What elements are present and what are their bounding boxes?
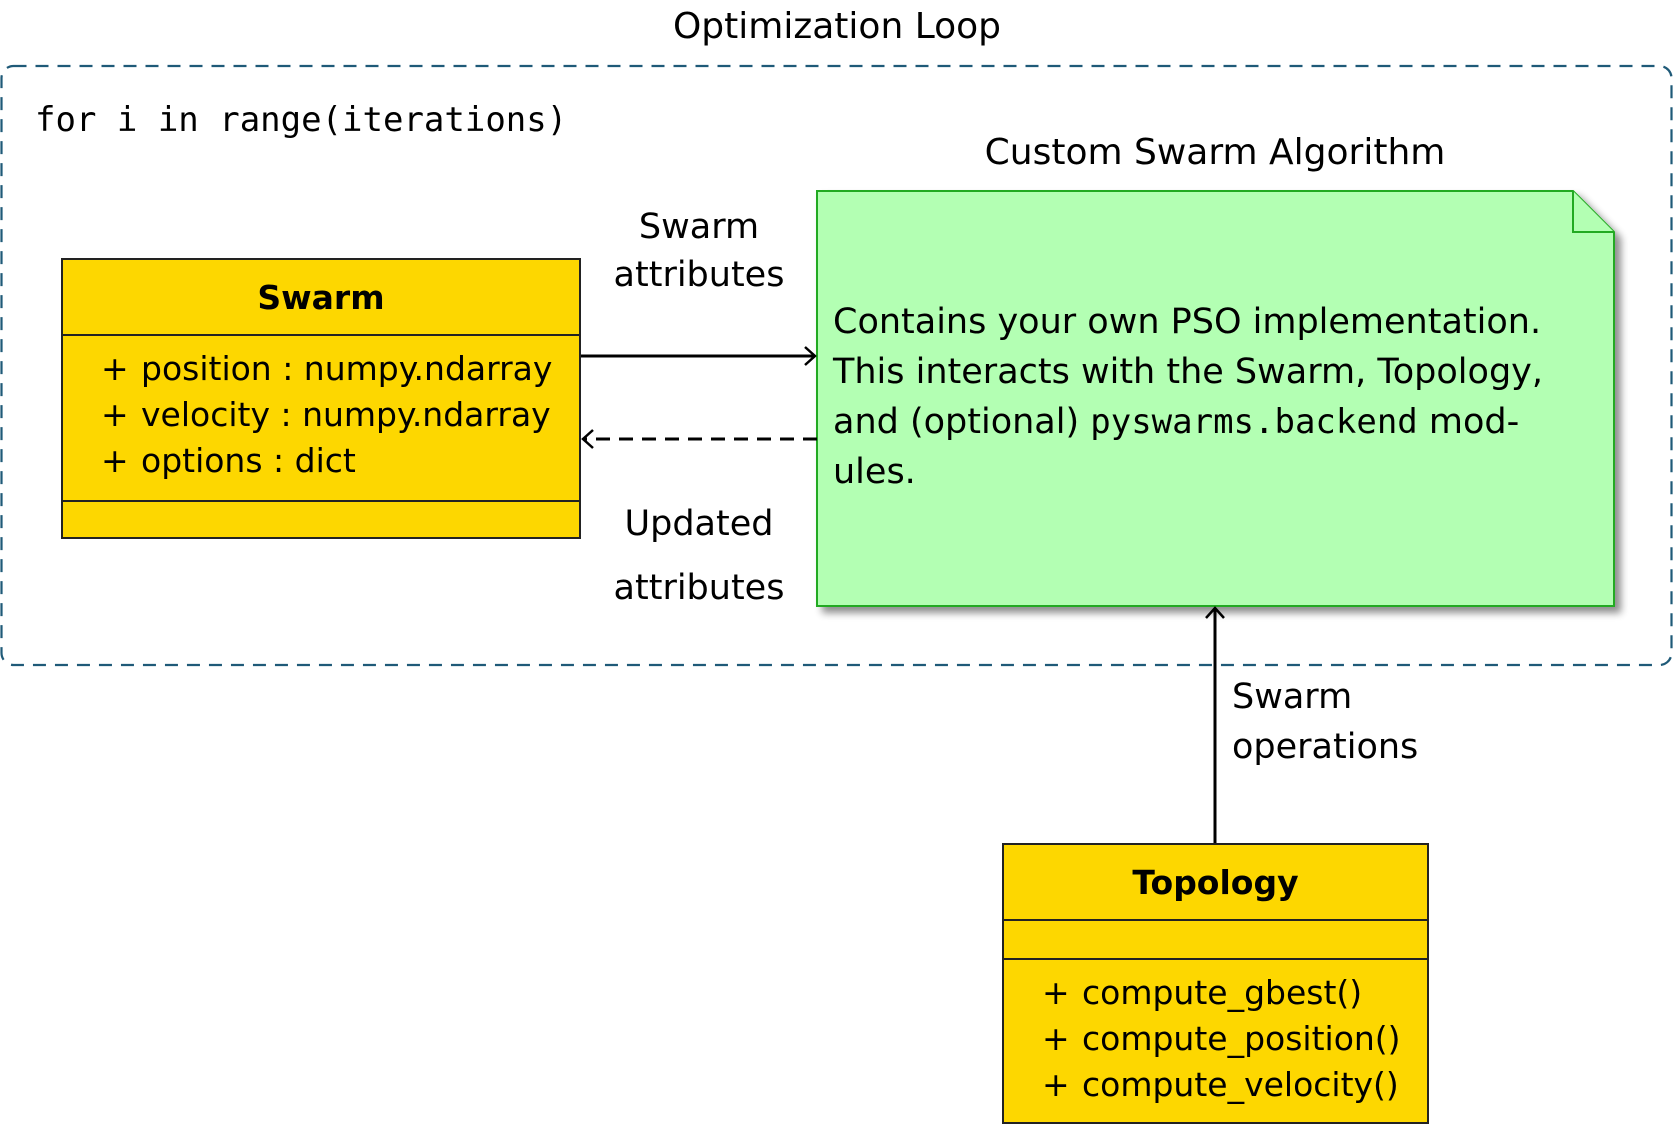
- description-text-end: mod-ules.: [833, 402, 1520, 492]
- swarm-attributes-section: +position : numpy.ndarray +velocity : nu…: [63, 336, 579, 502]
- optimization-loop-frame: [0, 64, 1673, 667]
- loop-code: for i in range(iterations): [35, 100, 568, 140]
- topology-class-box[interactable]: Topology +compute_gbest() +compute_posit…: [1002, 843, 1429, 1124]
- edge-label-swarm-attributes: Swarm attributes: [613, 207, 785, 295]
- swarm-attribute: +position : numpy.ndarray: [101, 349, 553, 388]
- topology-methods-section: +compute_gbest() +compute_position() +co…: [1004, 960, 1427, 1108]
- swarm-attribute: +options : dict: [101, 441, 356, 480]
- topology-class-name: Topology: [1004, 845, 1427, 921]
- arrow-swarm-attributes: [580, 346, 817, 366]
- swarm-attribute: +velocity : numpy.ndarray: [101, 395, 551, 434]
- edge-label-updated-attributes: Updated attributes: [613, 504, 785, 608]
- backend-module-code: pyswarms.backend: [1090, 402, 1418, 442]
- description-text: Contains your own PSO implementation. Th…: [833, 302, 1543, 442]
- arrow-swarm-operations: [1205, 606, 1225, 843]
- edge-label-swarm-operations: Swarm operations: [1232, 677, 1419, 767]
- custom-algorithm-description: Contains your own PSO implementation. Th…: [833, 297, 1593, 497]
- topology-method: +compute_velocity(): [1042, 1065, 1399, 1104]
- arrow-updated-attributes: [581, 429, 817, 449]
- swarm-methods-section: [63, 502, 579, 537]
- custom-algorithm-title: Custom Swarm Algorithm: [984, 132, 1446, 173]
- loop-title: Optimization Loop: [672, 6, 1002, 47]
- topology-method: +compute_position(): [1042, 1019, 1401, 1058]
- swarm-class-box[interactable]: Swarm +position : numpy.ndarray +velocit…: [61, 258, 581, 539]
- custom-swarm-note: [816, 190, 1615, 607]
- topology-attributes-section: [1004, 921, 1427, 960]
- swarm-class-name: Swarm: [63, 260, 579, 336]
- note-fold-corner: [1572, 191, 1614, 233]
- topology-method: +compute_gbest(): [1042, 973, 1363, 1012]
